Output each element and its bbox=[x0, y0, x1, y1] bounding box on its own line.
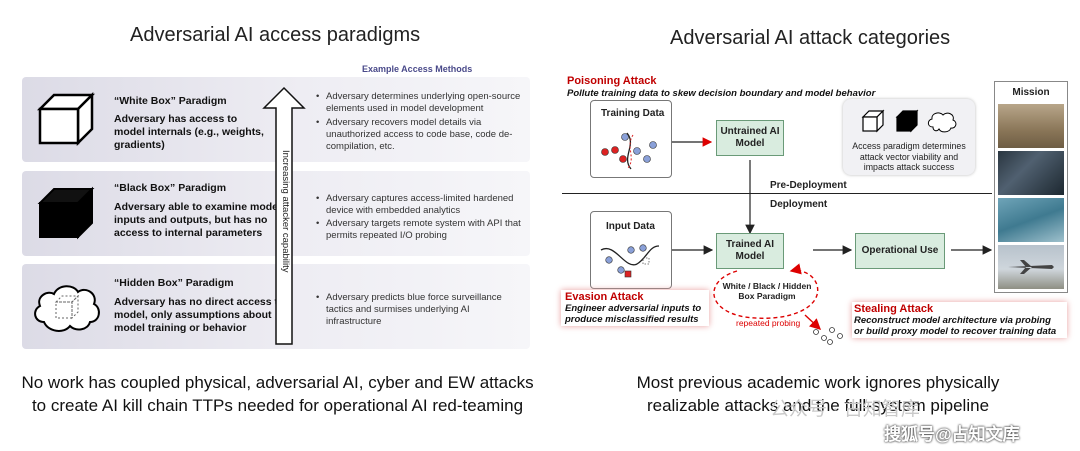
paradigm-desc: Adversary has access to model internals … bbox=[114, 113, 264, 151]
evasion-sub-2: produce misclassified results bbox=[565, 314, 699, 325]
method-item: Adversary determines underlying open-sou… bbox=[316, 91, 521, 115]
evasion-label-box: Evasion Attack Engineer adversarial inpu… bbox=[561, 290, 709, 326]
paradigm-name: “Hidden Box” Paradigm bbox=[114, 277, 234, 289]
access-note-text: Access paradigm determines attack vector… bbox=[852, 141, 966, 172]
training-data-box: Training Data bbox=[590, 100, 672, 178]
stealing-title: Stealing Attack bbox=[854, 303, 934, 315]
untrained-model-box: Untrained AI Model bbox=[716, 120, 784, 156]
mission-photo-drone bbox=[998, 245, 1064, 289]
cloud-cube-icon bbox=[34, 285, 100, 332]
pre-deployment-label: Pre-Deployment bbox=[770, 180, 847, 191]
deployment-label: Deployment bbox=[770, 199, 828, 210]
access-note-box: Access paradigm determines attack vector… bbox=[843, 99, 975, 175]
white-cube-icon bbox=[36, 91, 96, 147]
input-data-label: Input Data bbox=[606, 221, 655, 232]
paradigm-icons bbox=[861, 109, 957, 133]
left-title: Adversarial AI access paradigms bbox=[130, 24, 421, 46]
mission-photo-field bbox=[998, 104, 1064, 148]
capability-arrow bbox=[262, 86, 306, 345]
paradigm-name: “White Box” Paradigm bbox=[114, 95, 227, 107]
stealing-sub-2: or build proxy model to recover training… bbox=[854, 326, 1057, 337]
paradigm-desc: Adversary able to examine model inputs a… bbox=[114, 201, 281, 239]
repeated-probing-label: repeated probing bbox=[736, 318, 801, 328]
black-cube-icon bbox=[37, 186, 95, 240]
stealing-label-box: Stealing Attack Reconstruct model archit… bbox=[852, 302, 1067, 338]
scatter-icon bbox=[601, 132, 657, 170]
capability-label: Increasing attacker capability bbox=[280, 150, 291, 273]
mission-panel: Mission bbox=[994, 81, 1068, 293]
sohu-watermark: 搜狐号@占知文库 bbox=[884, 425, 1020, 444]
paradigm-name: “Black Box” Paradigm bbox=[114, 182, 227, 194]
poisoning-sub: Pollute training data to skew decision b… bbox=[567, 88, 876, 99]
methods-header: Example Access Methods bbox=[362, 64, 473, 74]
mission-photo-command bbox=[998, 151, 1064, 195]
method-item: Adversary recovers model details via una… bbox=[316, 117, 521, 153]
right-caption-line2: realizable attacks and the full-system p… bbox=[646, 396, 990, 415]
operational-use-box: Operational Use bbox=[855, 233, 945, 269]
wechat-watermark: 公众号 · 古知智库 bbox=[770, 399, 920, 420]
left-caption-line1: No work has coupled physical, adversaria… bbox=[21, 373, 534, 392]
deployment-divider bbox=[562, 193, 992, 194]
probe-points-icon bbox=[813, 327, 843, 345]
evasion-title: Evasion Attack bbox=[565, 291, 644, 303]
left-caption: No work has coupled physical, adversaria… bbox=[0, 371, 555, 417]
right-caption: Most previous academic work ignores phys… bbox=[598, 371, 1038, 417]
method-item: Adversary predicts blue force surveillan… bbox=[316, 292, 521, 328]
stealing-sub-1: Reconstruct model architecture via probi… bbox=[854, 315, 1051, 326]
input-scatter-icon bbox=[600, 244, 660, 278]
paradigm-desc: Adversary has no direct access to model,… bbox=[114, 296, 285, 334]
drone-icon bbox=[1008, 260, 1054, 274]
method-item: Adversary targets remote system with API… bbox=[316, 218, 521, 242]
mission-label: Mission bbox=[1012, 87, 1050, 98]
input-data-box: Input Data bbox=[590, 211, 672, 289]
white-box-card: “White Box” Paradigm Adversary has acces… bbox=[22, 77, 530, 162]
mission-photo-medical bbox=[998, 198, 1064, 242]
evasion-sub-1: Engineer adversarial inputs to bbox=[565, 303, 702, 314]
right-title: Adversarial AI attack categories bbox=[670, 27, 951, 49]
method-item: Adversary captures access-limited harden… bbox=[316, 193, 521, 217]
trained-model-box: Trained AI Model bbox=[716, 233, 784, 269]
right-caption-line1: Most previous academic work ignores phys… bbox=[636, 373, 1000, 392]
poisoning-title: Poisoning Attack bbox=[567, 75, 657, 87]
training-data-label: Training Data bbox=[601, 108, 665, 119]
left-caption-line2: to create AI kill chain TTPs needed for … bbox=[31, 396, 524, 415]
paradigm-tag: White / Black / Hidden Box Paradigm bbox=[722, 281, 812, 301]
